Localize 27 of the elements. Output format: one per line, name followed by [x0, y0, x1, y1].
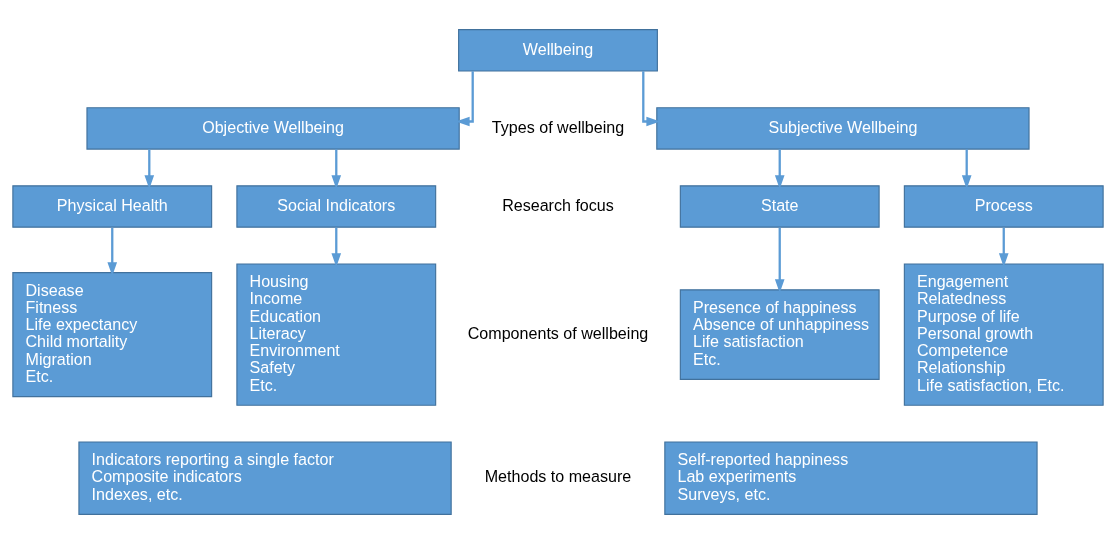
- arrow: [331, 149, 342, 189]
- node-box: Subjective Wellbeing: [656, 107, 1030, 150]
- node-box: Process: [903, 185, 1104, 228]
- arrow: [107, 227, 118, 276]
- node-box: Wellbeing: [458, 29, 658, 72]
- node-box: Social Indicators: [236, 185, 437, 228]
- node-box: Disease Fitness Life expectancy Child mortality Migration Etc.: [12, 272, 213, 398]
- arrow: [642, 71, 661, 127]
- label: Methods to measure: [484, 467, 632, 486]
- node-box: State: [679, 185, 880, 228]
- node-box: Engagement Relatedness Purpose of life Personal growth Competence Relationship Life satisfaction, Etc.: [903, 263, 1104, 406]
- arrow: [774, 227, 785, 293]
- arrow: [961, 149, 972, 189]
- node-box: Physical Health: [12, 185, 213, 228]
- node-box: Self-reported happiness Lab experiments Surveys, etc.: [664, 441, 1038, 515]
- arrow: [144, 149, 155, 189]
- label: Types of wellbeing: [491, 117, 625, 136]
- arrow: [455, 71, 474, 127]
- arrow: [774, 149, 785, 189]
- node-box: Housing Income Education Literacy Environment Safety Etc.: [236, 263, 437, 406]
- label: Research focus: [502, 195, 614, 214]
- node-box: Indicators reporting a single factor Composite indicators Indexes, etc.: [78, 441, 452, 515]
- node-box: Objective Wellbeing: [86, 107, 460, 150]
- arrow: [331, 227, 342, 268]
- label: Components of wellbeing: [467, 323, 649, 342]
- node-box: Presence of happiness Absence of unhappiness Life satisfaction Etc.: [679, 289, 880, 380]
- arrow: [998, 227, 1009, 268]
